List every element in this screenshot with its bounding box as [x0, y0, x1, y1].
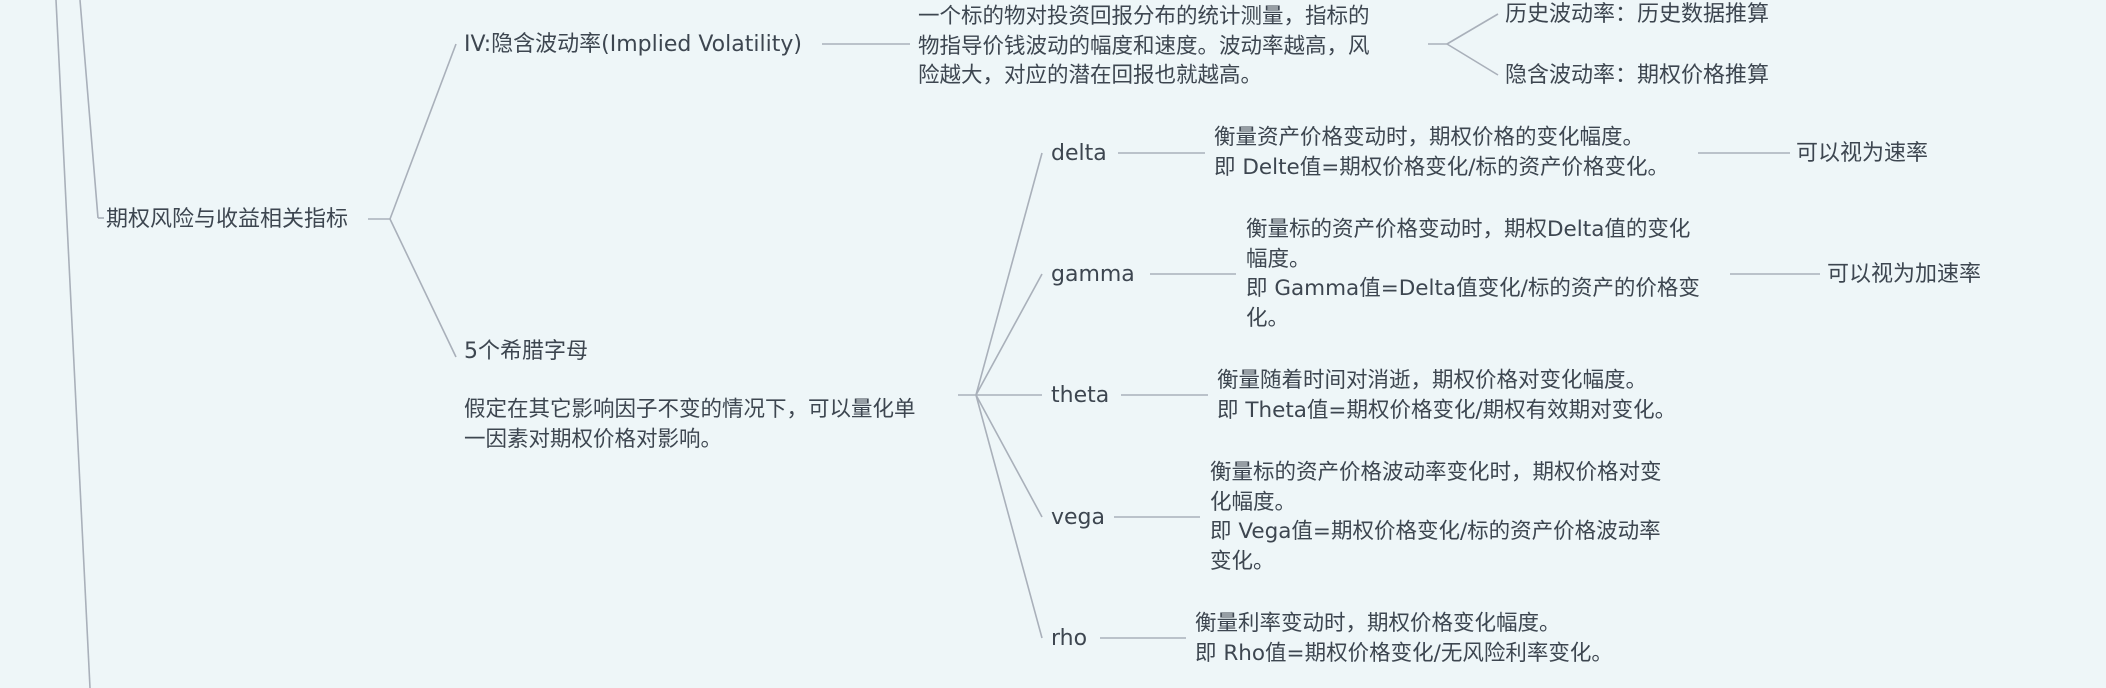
desc-line: 一个标的物对投资回报分布的统计测量，指标的	[918, 4, 1370, 29]
greek-gamma-note[interactable]: 可以视为加速率	[1827, 262, 1982, 287]
iv-to-child-1	[1446, 13, 1499, 45]
fan-vega	[975, 394, 1043, 518]
greek-gamma-desc: 衡量标的资产价格变动时，期权Delta值的变化 幅度。 即 Gamma值=Del…	[1246, 215, 1700, 333]
fan-delta	[975, 152, 1043, 396]
greek-theta-node[interactable]: theta	[1051, 383, 1110, 408]
desc-line: 物指导价钱波动的幅度和速度。波动率越高，风	[918, 33, 1370, 59]
implied-volatility-desc: 一个标的物对投资回报分布的统计测量，指标的 物指导价钱波动的幅度和速度。波动率越…	[918, 2, 1370, 91]
root-to-iv	[389, 43, 457, 220]
desc-line: 即 Theta值=期权价格变化/期权有效期对变化。	[1217, 397, 1677, 423]
five-greeks-title[interactable]: 5个希腊字母	[464, 339, 588, 364]
greek-delta-desc: 衡量资产价格变动时，期权价格的变化幅度。 即 Delte值=期权价格变化/标的资…	[1214, 123, 1669, 182]
desc-line: 幅度。	[1246, 246, 1311, 272]
desc-line: 衡量资产价格变动时，期权价格的变化幅度。	[1214, 125, 1645, 150]
trunk-line-2	[79, 0, 99, 219]
desc-line: 衡量利率变动时，期权价格变化幅度。	[1195, 611, 1561, 636]
fan-rho	[975, 394, 1043, 639]
greek-theta-desc: 衡量随着时间对消逝，期权价格对变化幅度。 即 Theta值=期权价格变化/期权有…	[1217, 366, 1676, 425]
desc-line: 衡量标的资产价格变动时，期权Delta值的变化	[1246, 217, 1691, 242]
desc-line: 即 Gamma值=Delta值变化/标的资产的价格变	[1246, 276, 1700, 301]
implied-volatility-node[interactable]: IV:隐含波动率(Implied Volatility)	[464, 32, 802, 57]
desc-line: 即 Delte值=期权价格变化/标的资产价格变化。	[1214, 154, 1670, 180]
greek-delta-note[interactable]: 可以视为速率	[1796, 141, 1929, 166]
greek-rho-node[interactable]: rho	[1051, 626, 1088, 651]
implied-volatility-child-node[interactable]: 隐含波动率：期权价格推算	[1505, 63, 1770, 88]
desc-line: 一因素对期权价格对影响。	[464, 426, 723, 452]
greek-delta-node[interactable]: delta	[1051, 141, 1107, 166]
greek-vega-desc: 衡量标的资产价格波动率变化时，期权价格对变 化幅度。 即 Vega值=期权价格变…	[1210, 458, 1662, 576]
greek-gamma-node[interactable]: gamma	[1051, 262, 1135, 287]
five-greeks-desc: 假定在其它影响因子不变的情况下，可以量化单 一因素对期权价格对影响。	[464, 395, 916, 454]
desc-line: 假定在其它影响因子不变的情况下，可以量化单	[464, 397, 916, 422]
trunk-line-1	[55, 0, 91, 688]
desc-line: 衡量随着时间对消逝，期权价格对变化幅度。	[1217, 368, 1648, 393]
desc-line: 变化。	[1210, 548, 1275, 574]
desc-line: 化幅度。	[1210, 489, 1297, 515]
risk-return-indicators-node[interactable]: 期权风险与收益相关指标	[106, 207, 349, 232]
historical-volatility-node[interactable]: 历史波动率：历史数据推算	[1505, 2, 1770, 27]
desc-line: 即 Vega值=期权价格变化/标的资产价格波动率	[1210, 519, 1661, 544]
greek-vega-node[interactable]: vega	[1051, 505, 1106, 530]
desc-line: 险越大，对应的潜在回报也就越高。	[918, 63, 1263, 88]
desc-line: 即 Rho值=期权价格变化/无风险利率变化。	[1195, 640, 1613, 666]
root-to-greeks	[389, 218, 457, 358]
greek-rho-desc: 衡量利率变动时，期权价格变化幅度。 即 Rho值=期权价格变化/无风险利率变化。	[1195, 609, 1613, 668]
iv-to-child-2	[1446, 43, 1499, 76]
fan-gamma	[975, 273, 1043, 396]
desc-line: 化。	[1246, 305, 1290, 331]
desc-line: 衡量标的资产价格波动率变化时，期权价格对变	[1210, 460, 1662, 485]
